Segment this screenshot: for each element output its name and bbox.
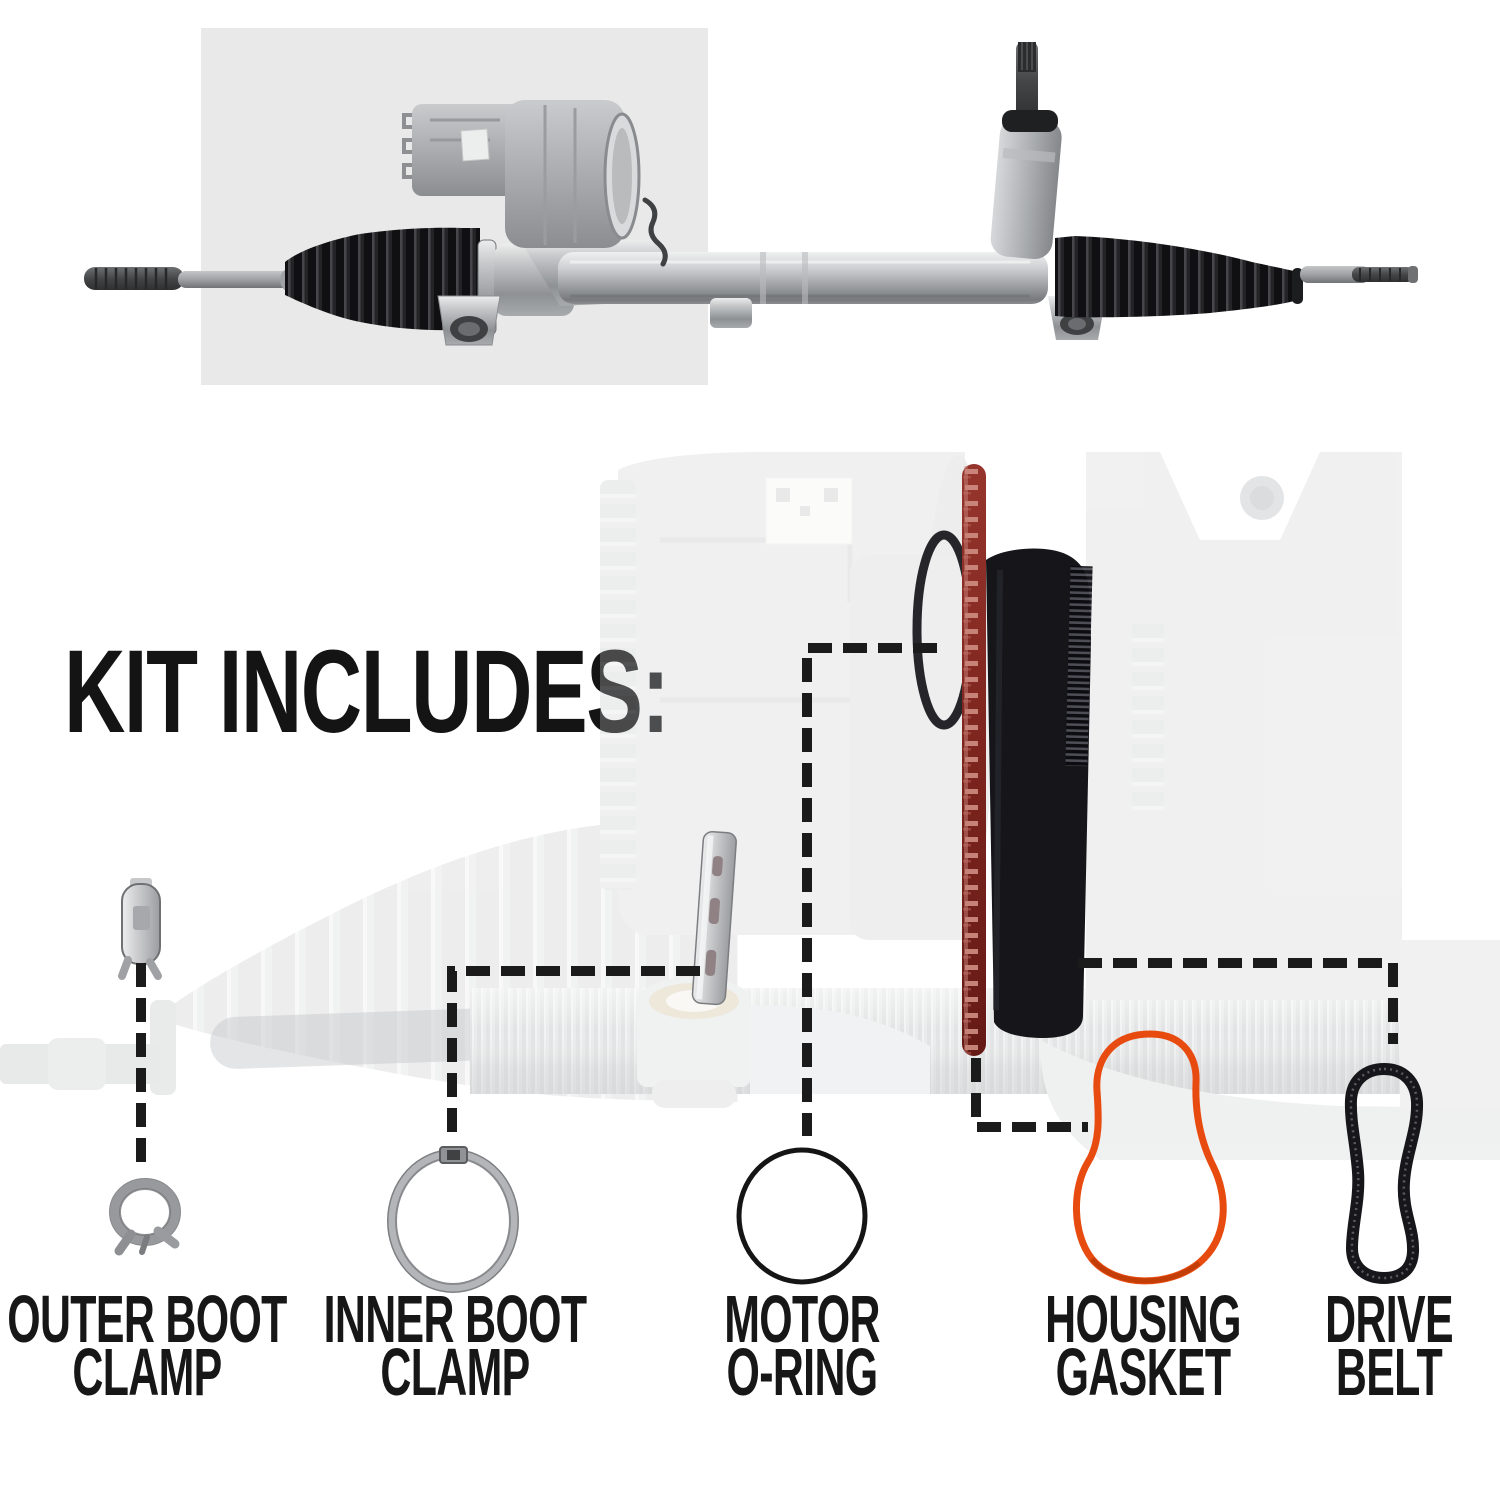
ghosted-rack-closeup	[0, 452, 1500, 1160]
drive-belt-item	[1344, 1062, 1424, 1285]
ghost-qr-sticker	[765, 477, 853, 545]
callout-housing-gasket	[971, 1058, 1088, 1132]
inner-boot-clamp-item	[387, 1146, 519, 1293]
motor-o-ring-item	[736, 1147, 868, 1285]
center-boss	[710, 298, 752, 328]
hero-rack-photo	[84, 42, 1418, 346]
callout-lines	[136, 643, 1398, 1166]
label-outer-boot-clamp: OUTER BOOT CLAMP	[0, 1282, 307, 1410]
outer-boot-clamp-in-photo	[118, 878, 162, 980]
label-motor-o-ring: MOTOR O-RING	[642, 1282, 962, 1410]
right-boot	[1055, 236, 1303, 318]
label-line: INNER BOOT	[323, 1282, 587, 1357]
label-housing-gasket: HOUSING GASKET	[983, 1282, 1303, 1410]
ghost-housing-towers	[1086, 452, 1402, 1000]
steering-gear-housing	[494, 240, 1048, 316]
label-drive-belt: DRIVE BELT	[1229, 1282, 1500, 1410]
label-line: GASKET	[1055, 1335, 1231, 1410]
ghost-motor	[618, 452, 965, 935]
housing-gasket-in-photo	[962, 464, 986, 1056]
left-mount-bracket	[437, 295, 501, 346]
ghost-tie-rod	[0, 1044, 160, 1084]
outer-boot-clamp-item	[109, 1178, 181, 1256]
housing-gasket-item	[1072, 1030, 1227, 1285]
label-line: DRIVE	[1325, 1282, 1453, 1357]
label-inner-boot-clamp: INNER BOOT CLAMP	[295, 1282, 615, 1410]
callout-inner-boot-clamp	[447, 966, 700, 1142]
ghost-bushing-mount	[637, 1001, 751, 1087]
pinion-input-tower	[990, 42, 1062, 260]
callout-drive-belt	[1078, 958, 1398, 1044]
label-line: HOUSING	[1045, 1282, 1241, 1357]
wiring-harness	[642, 197, 668, 267]
label-line: OUTER BOOT	[7, 1282, 287, 1357]
callout-motor-o-ring	[802, 643, 937, 1136]
detail-closeup-photo	[0, 452, 1500, 1166]
inner-boot-clamp-in-photo	[691, 830, 737, 1006]
label-line: BELT	[1335, 1335, 1443, 1410]
label-line: O-RING	[726, 1335, 879, 1410]
kit-includes-heading: KIT INCLUDES:	[64, 626, 670, 758]
kit-items-row	[109, 1030, 1424, 1293]
right-tie-rod	[1300, 266, 1418, 283]
left-tie-rod	[84, 267, 306, 293]
label-line: MOTOR	[724, 1282, 880, 1357]
drive-belt-in-photo	[986, 548, 1093, 1038]
label-line: CLAMP	[72, 1335, 222, 1410]
ecu-motor-unit	[402, 100, 668, 267]
ecu-label-sticker	[460, 128, 490, 162]
label-line: CLAMP	[380, 1335, 530, 1410]
